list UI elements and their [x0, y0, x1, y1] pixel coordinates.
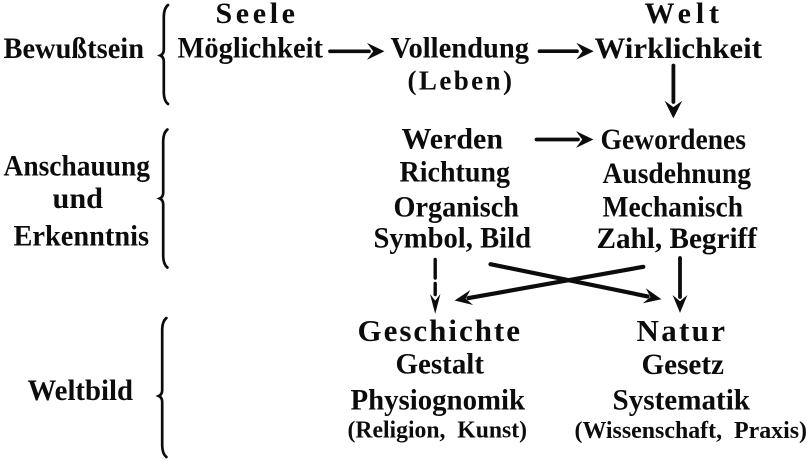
- svg-text:Seele: Seele: [216, 0, 296, 30]
- svg-text:(Religion, Kunst): (Religion, Kunst): [348, 417, 528, 444]
- svg-text:Geschichte: Geschichte: [358, 313, 521, 348]
- svg-text:und: und: [53, 182, 104, 215]
- svg-text:Richtung: Richtung: [400, 156, 511, 189]
- svg-text:Gestalt: Gestalt: [396, 348, 485, 381]
- svg-text:Weltbild: Weltbild: [28, 374, 134, 407]
- svg-text:Gewordenes: Gewordenes: [601, 123, 747, 156]
- svg-text:Erkenntnis: Erkenntnis: [14, 220, 150, 253]
- svg-text:Gesetz: Gesetz: [642, 348, 725, 381]
- svg-text:Welt: Welt: [645, 0, 720, 30]
- svg-text:Vollendung: Vollendung: [391, 32, 530, 65]
- svg-text:Anschauung: Anschauung: [4, 150, 151, 183]
- svg-text:Mechanisch: Mechanisch: [603, 191, 744, 224]
- svg-text:Möglichkeit: Möglichkeit: [178, 32, 324, 65]
- svg-text:Ausdehnung: Ausdehnung: [603, 157, 752, 190]
- svg-text:Physiognomik: Physiognomik: [351, 384, 526, 417]
- svg-text:Zahl, Begriff: Zahl, Begriff: [597, 222, 758, 255]
- svg-text:Natur: Natur: [637, 313, 726, 348]
- svg-text:Werden: Werden: [402, 123, 504, 156]
- svg-text:(Wissenschaft, Praxis): (Wissenschaft, Praxis): [575, 417, 807, 444]
- svg-text:Organisch: Organisch: [394, 191, 520, 224]
- svg-text:Symbol, Bild: Symbol, Bild: [374, 222, 532, 255]
- svg-text:Wirklichkeit: Wirklichkeit: [595, 32, 763, 65]
- svg-text:Systematik: Systematik: [613, 384, 751, 417]
- svg-text:Bewußtsein: Bewußtsein: [4, 32, 145, 65]
- svg-text:(Leben): (Leben): [408, 66, 513, 96]
